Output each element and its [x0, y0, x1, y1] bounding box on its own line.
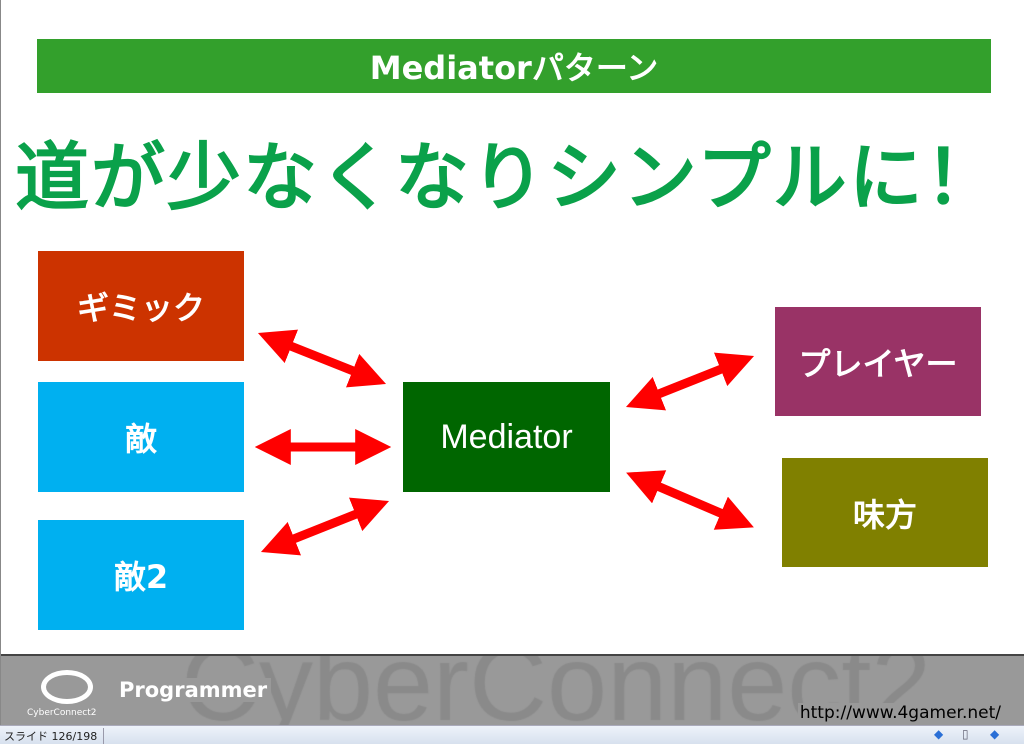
- logo-text: CyberConnect2: [27, 708, 97, 718]
- status-bar: スライド 126/198 ◆ ▯ ◆: [0, 725, 1024, 744]
- notes-page-icon[interactable]: ▯: [962, 727, 969, 741]
- source-url: http://www.4gamer.net/: [797, 703, 1003, 723]
- footer: CyberConnect2 Programmer http://www.4gam…: [1, 654, 1024, 727]
- previous-slide-icon[interactable]: ◆: [934, 727, 944, 741]
- arrow-mediator-ally: [626, 470, 754, 530]
- box-enemy2: 敵2: [38, 520, 244, 630]
- arrow-mediator-player: [625, 352, 755, 411]
- box-player: プレイヤー: [775, 307, 981, 416]
- slide: Mediatorパターン 道が少なくなりシンプルに！ ギミック 敵 敵2 Med…: [0, 0, 1024, 727]
- arrow-enemy2-mediator: [260, 497, 390, 556]
- arrows: [254, 329, 755, 556]
- arrow-gimmick-mediator: [257, 329, 387, 388]
- next-slide-icon[interactable]: ◆: [990, 727, 1000, 741]
- box-ally: 味方: [782, 458, 988, 567]
- headline: 道が少なくなりシンプルに！: [15, 135, 1001, 221]
- footer-role: Programmer: [119, 678, 272, 702]
- box-mediator: Mediator: [403, 382, 610, 492]
- box-enemy: 敵: [38, 382, 244, 492]
- box-gimmick: ギミック: [38, 251, 244, 361]
- slide-title: Mediatorパターン: [37, 39, 991, 93]
- cyberconnect2-logo-icon: [41, 670, 93, 704]
- slide-counter: スライド 126/198: [4, 728, 105, 744]
